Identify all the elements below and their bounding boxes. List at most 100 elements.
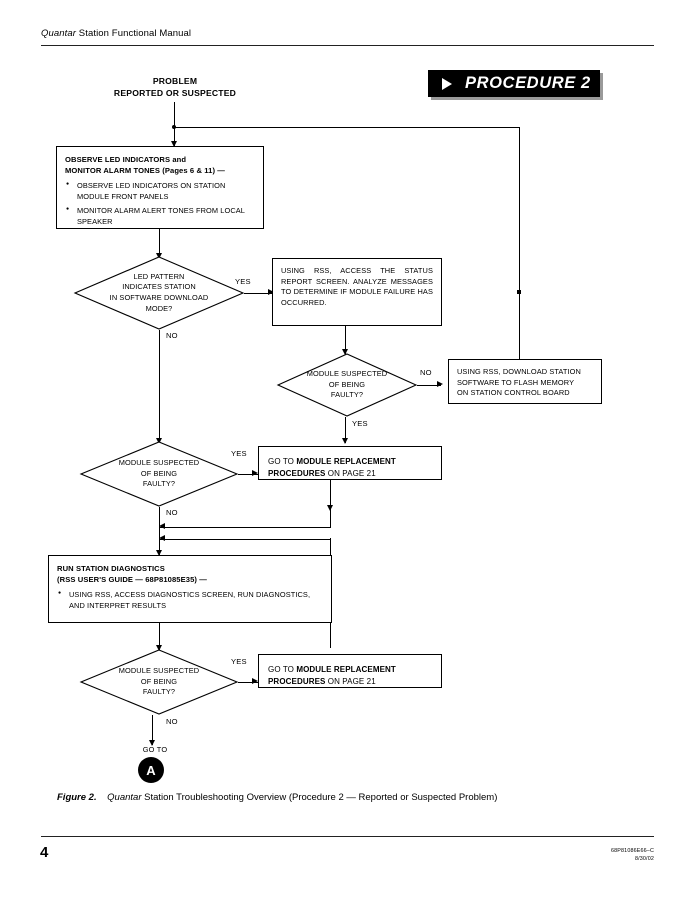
part-number: 68P81086E66–C	[610, 848, 654, 854]
label-module2-yes: YES	[352, 419, 368, 428]
observe-box-heading-line2: MONITOR ALARM TONES (Pages 6 & 11) —	[65, 166, 226, 175]
rss-status-text: USING RSS, ACCESS THE STATUS REPORT SCRE…	[281, 266, 433, 307]
download-line2: SOFTWARE TO FLASH MEMORY	[457, 377, 575, 387]
procedure-badge-text: PROCEDURE 2	[465, 74, 591, 92]
decision-module1-line1: MODULE SUSPECTED	[118, 458, 200, 468]
arrowhead-down	[148, 740, 155, 746]
download-box-text: USING RSS, DOWNLOAD STATION SOFTWARE TO …	[449, 360, 601, 405]
diagnostics-heading-line2: (RSS USER'S GUIDE — 68P81085E35) —	[57, 575, 207, 584]
diagnostics-heading-line1: RUN STATION DIAGNOSTICS	[57, 564, 165, 573]
decision-module2-line1: MODULE SUSPECTED	[306, 369, 388, 379]
connector-module3-no	[152, 715, 154, 745]
figure-caption: Figure 2. Quantar Station Troubleshootin…	[57, 792, 497, 803]
page-header: Quantar Station Functional Manual	[41, 28, 191, 39]
observe-box-bullets: OBSERVE LED INDICATORS ON STATION MODULE…	[65, 180, 255, 227]
flow-start-title: PROBLEM REPORTED OR SUSPECTED	[90, 76, 260, 99]
decision-module2-text: MODULE SUSPECTED OF BEING FAULTY?	[277, 353, 417, 417]
decision-led-pattern: LED PATTERN INDICATES STATION IN SOFTWAR…	[73, 256, 245, 330]
decision-module3-line2: OF BEING	[140, 676, 178, 686]
goto-box-2-text: GO TO MODULE REPLACEMENT PROCEDURES ON P…	[259, 655, 441, 697]
procedure-badge-label: PROCEDURE 2	[465, 74, 591, 93]
label-module2-no: NO	[420, 368, 432, 377]
arrowhead-down	[155, 438, 162, 444]
decision-module1-text: MODULE SUSPECTED OF BEING FAULTY?	[80, 441, 238, 507]
decision-module2-line3: FAULTY?	[330, 390, 364, 400]
connector-download-feedback-vertical	[519, 127, 521, 359]
decision-led-line4: MODE?	[145, 303, 173, 313]
connector-led-no	[159, 330, 161, 443]
decision-module-suspected-3: MODULE SUSPECTED OF BEING FAULTY?	[79, 649, 239, 715]
decision-module-suspected-1: MODULE SUSPECTED OF BEING FAULTY?	[79, 441, 239, 507]
arrowhead-down	[341, 438, 348, 444]
goto2-post: ON PAGE 21	[325, 677, 376, 686]
connector-goto1-down	[330, 480, 332, 527]
label-led-no: NO	[166, 331, 178, 340]
connector-module1-no	[159, 507, 161, 555]
connector-observe-to-led-decision	[159, 229, 161, 258]
goto2-pre: GO TO	[268, 665, 297, 674]
observe-bullet-2: MONITOR ALARM ALERT TONES FROM LOCAL SPE…	[65, 206, 255, 227]
header-title-italic: Quantar	[41, 28, 77, 39]
download-line3: ON STATION CONTROL BOARD	[457, 388, 570, 398]
triangle-icon	[442, 77, 452, 90]
figure-caption-rest: Station Troubleshooting Overview (Proced…	[144, 792, 498, 803]
download-software-box: USING RSS, DOWNLOAD STATION SOFTWARE TO …	[448, 359, 602, 404]
run-diagnostics-box: RUN STATION DIAGNOSTICS (RSS USER'S GUID…	[48, 555, 332, 623]
decision-module3-line1: MODULE SUSPECTED	[118, 666, 200, 676]
goto1-bold: MODULE REPLACEMENT PROCEDURES	[268, 457, 396, 478]
start-title-line2: REPORTED OR SUSPECTED	[113, 87, 237, 98]
diagnostics-bullet-1: USING RSS, ACCESS DIAGNOSTICS SCREEN, RU…	[57, 589, 323, 611]
decision-module-suspected-2: MODULE SUSPECTED OF BEING FAULTY?	[276, 353, 418, 417]
procedure-badge: PROCEDURE 2	[428, 70, 600, 97]
connector-circle-a: A	[138, 757, 164, 783]
connector-start-to-observe	[174, 102, 176, 146]
decision-led-line2: INDICATES STATION	[122, 282, 196, 292]
arrowhead-down	[170, 141, 177, 147]
download-line1: USING RSS, DOWNLOAD STATION	[457, 367, 581, 376]
goto1-post: ON PAGE 21	[325, 469, 376, 478]
connector-module2-yes	[345, 417, 347, 443]
connector-letter: A	[146, 762, 156, 778]
footer-date: 8/30/02	[634, 855, 654, 862]
page-number: 4	[40, 844, 49, 861]
connector-download-feedback-horizontal	[174, 127, 520, 129]
header-title-rest: Station Functional Manual	[78, 28, 192, 39]
decision-module3-text: MODULE SUSPECTED OF BEING FAULTY?	[80, 649, 238, 715]
label-module3-yes: YES	[231, 657, 247, 666]
goto2-bold: MODULE REPLACEMENT PROCEDURES	[268, 665, 396, 686]
label-led-yes: YES	[235, 277, 251, 286]
header-rule	[41, 45, 654, 46]
observe-led-box: OBSERVE LED INDICATORS and MONITOR ALARM…	[56, 146, 264, 229]
label-module3-no: NO	[166, 717, 178, 726]
arrowhead-down	[341, 349, 348, 355]
feedback-tick	[517, 290, 521, 294]
decision-led-text: LED PATTERN INDICATES STATION IN SOFTWAR…	[74, 256, 244, 330]
footer-meta: 68P81086E66–C 8/30/02	[611, 848, 654, 864]
arrowhead-right	[268, 289, 274, 295]
arrowhead-left	[159, 523, 165, 529]
arrowhead-down	[155, 645, 162, 651]
decision-module3-line3: FAULTY?	[142, 687, 176, 697]
label-module1-no: NO	[166, 508, 178, 517]
observe-bullet-1: OBSERVE LED INDICATORS ON STATION MODULE…	[65, 180, 255, 202]
connector-caption: GO TO	[142, 745, 168, 754]
arrowhead-right	[252, 470, 258, 476]
arrowhead-down	[155, 550, 162, 556]
decision-module2-line2: OF BEING	[328, 379, 366, 389]
decision-led-line3: IN SOFTWARE DOWNLOAD	[109, 293, 209, 302]
goto-module-replacement-box-2: GO TO MODULE REPLACEMENT PROCEDURES ON P…	[258, 654, 442, 688]
connector-goto1-feedback	[159, 526, 331, 528]
decision-module1-line3: FAULTY?	[142, 479, 176, 489]
rss-status-report-box: USING RSS, ACCESS THE STATUS REPORT SCRE…	[272, 258, 442, 326]
arrowhead-down	[326, 505, 333, 511]
footer-rule	[41, 836, 654, 838]
decision-led-line1: LED PATTERN	[133, 271, 185, 281]
diagnostics-bullets: USING RSS, ACCESS DIAGNOSTICS SCREEN, RU…	[57, 589, 323, 611]
figure-italic-word: Quantar	[107, 792, 142, 803]
arrowhead-left	[159, 535, 165, 541]
label-module1-yes: YES	[231, 449, 247, 458]
start-title-line1: PROBLEM	[152, 76, 198, 86]
observe-box-heading-line1: OBSERVE LED INDICATORS and	[65, 155, 187, 164]
connector-module1-yes	[238, 473, 258, 475]
